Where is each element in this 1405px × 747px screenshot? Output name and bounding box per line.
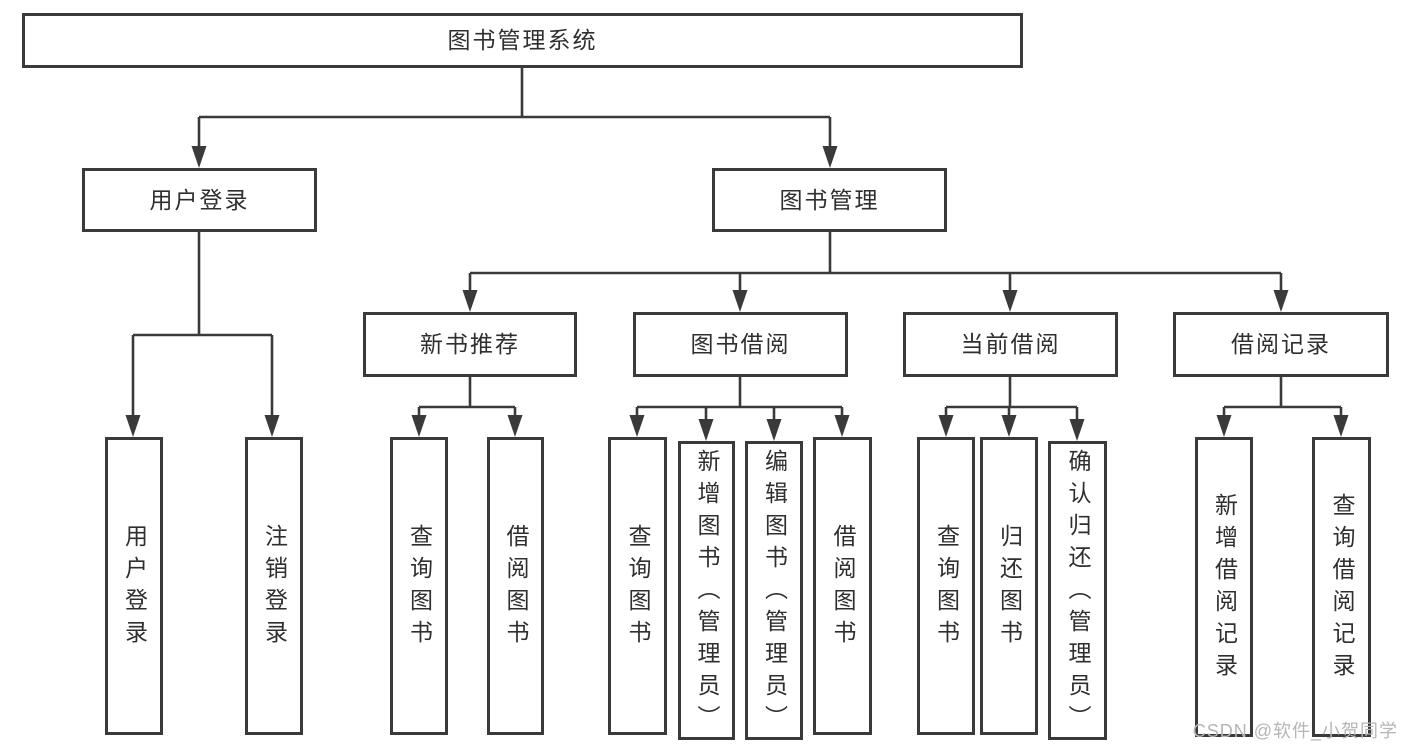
watermark: CSDN @软件_小贺同学 [1192,721,1398,741]
leaf-add-book-admin: 新增图书（管理员） [678,441,735,740]
node-book-borrowing: 图书借阅 [633,312,848,377]
leaf-query-book-borrowing: 查询图书 [608,437,667,735]
leaf-return-book: 归还图书 [980,437,1038,735]
leaf-logout: 注销登录 [245,437,303,735]
node-borrow-records: 借阅记录 [1173,312,1389,377]
node-user-login: 用户登录 [82,168,317,232]
node-book-management: 图书管理 [712,168,947,232]
leaf-confirm-return-admin: 确认归还（管理员） [1048,441,1107,740]
leaf-edit-book-admin: 编辑图书（管理员） [745,441,803,740]
leaf-query-book-current: 查询图书 [917,437,975,735]
leaf-add-borrow-record: 新增借阅记录 [1195,437,1253,737]
leaf-borrow-book: 借阅图书 [813,437,872,735]
node-root-system: 图书管理系统 [22,13,1023,68]
leaf-query-book-recommend: 查询图书 [390,437,448,735]
leaf-user-login: 用户登录 [105,437,163,735]
leaf-borrow-book-recommend: 借阅图书 [487,437,544,735]
leaf-query-borrow-record: 查询借阅记录 [1312,437,1371,737]
node-new-book-recommend: 新书推荐 [363,312,577,377]
node-current-borrowing: 当前借阅 [903,312,1118,377]
